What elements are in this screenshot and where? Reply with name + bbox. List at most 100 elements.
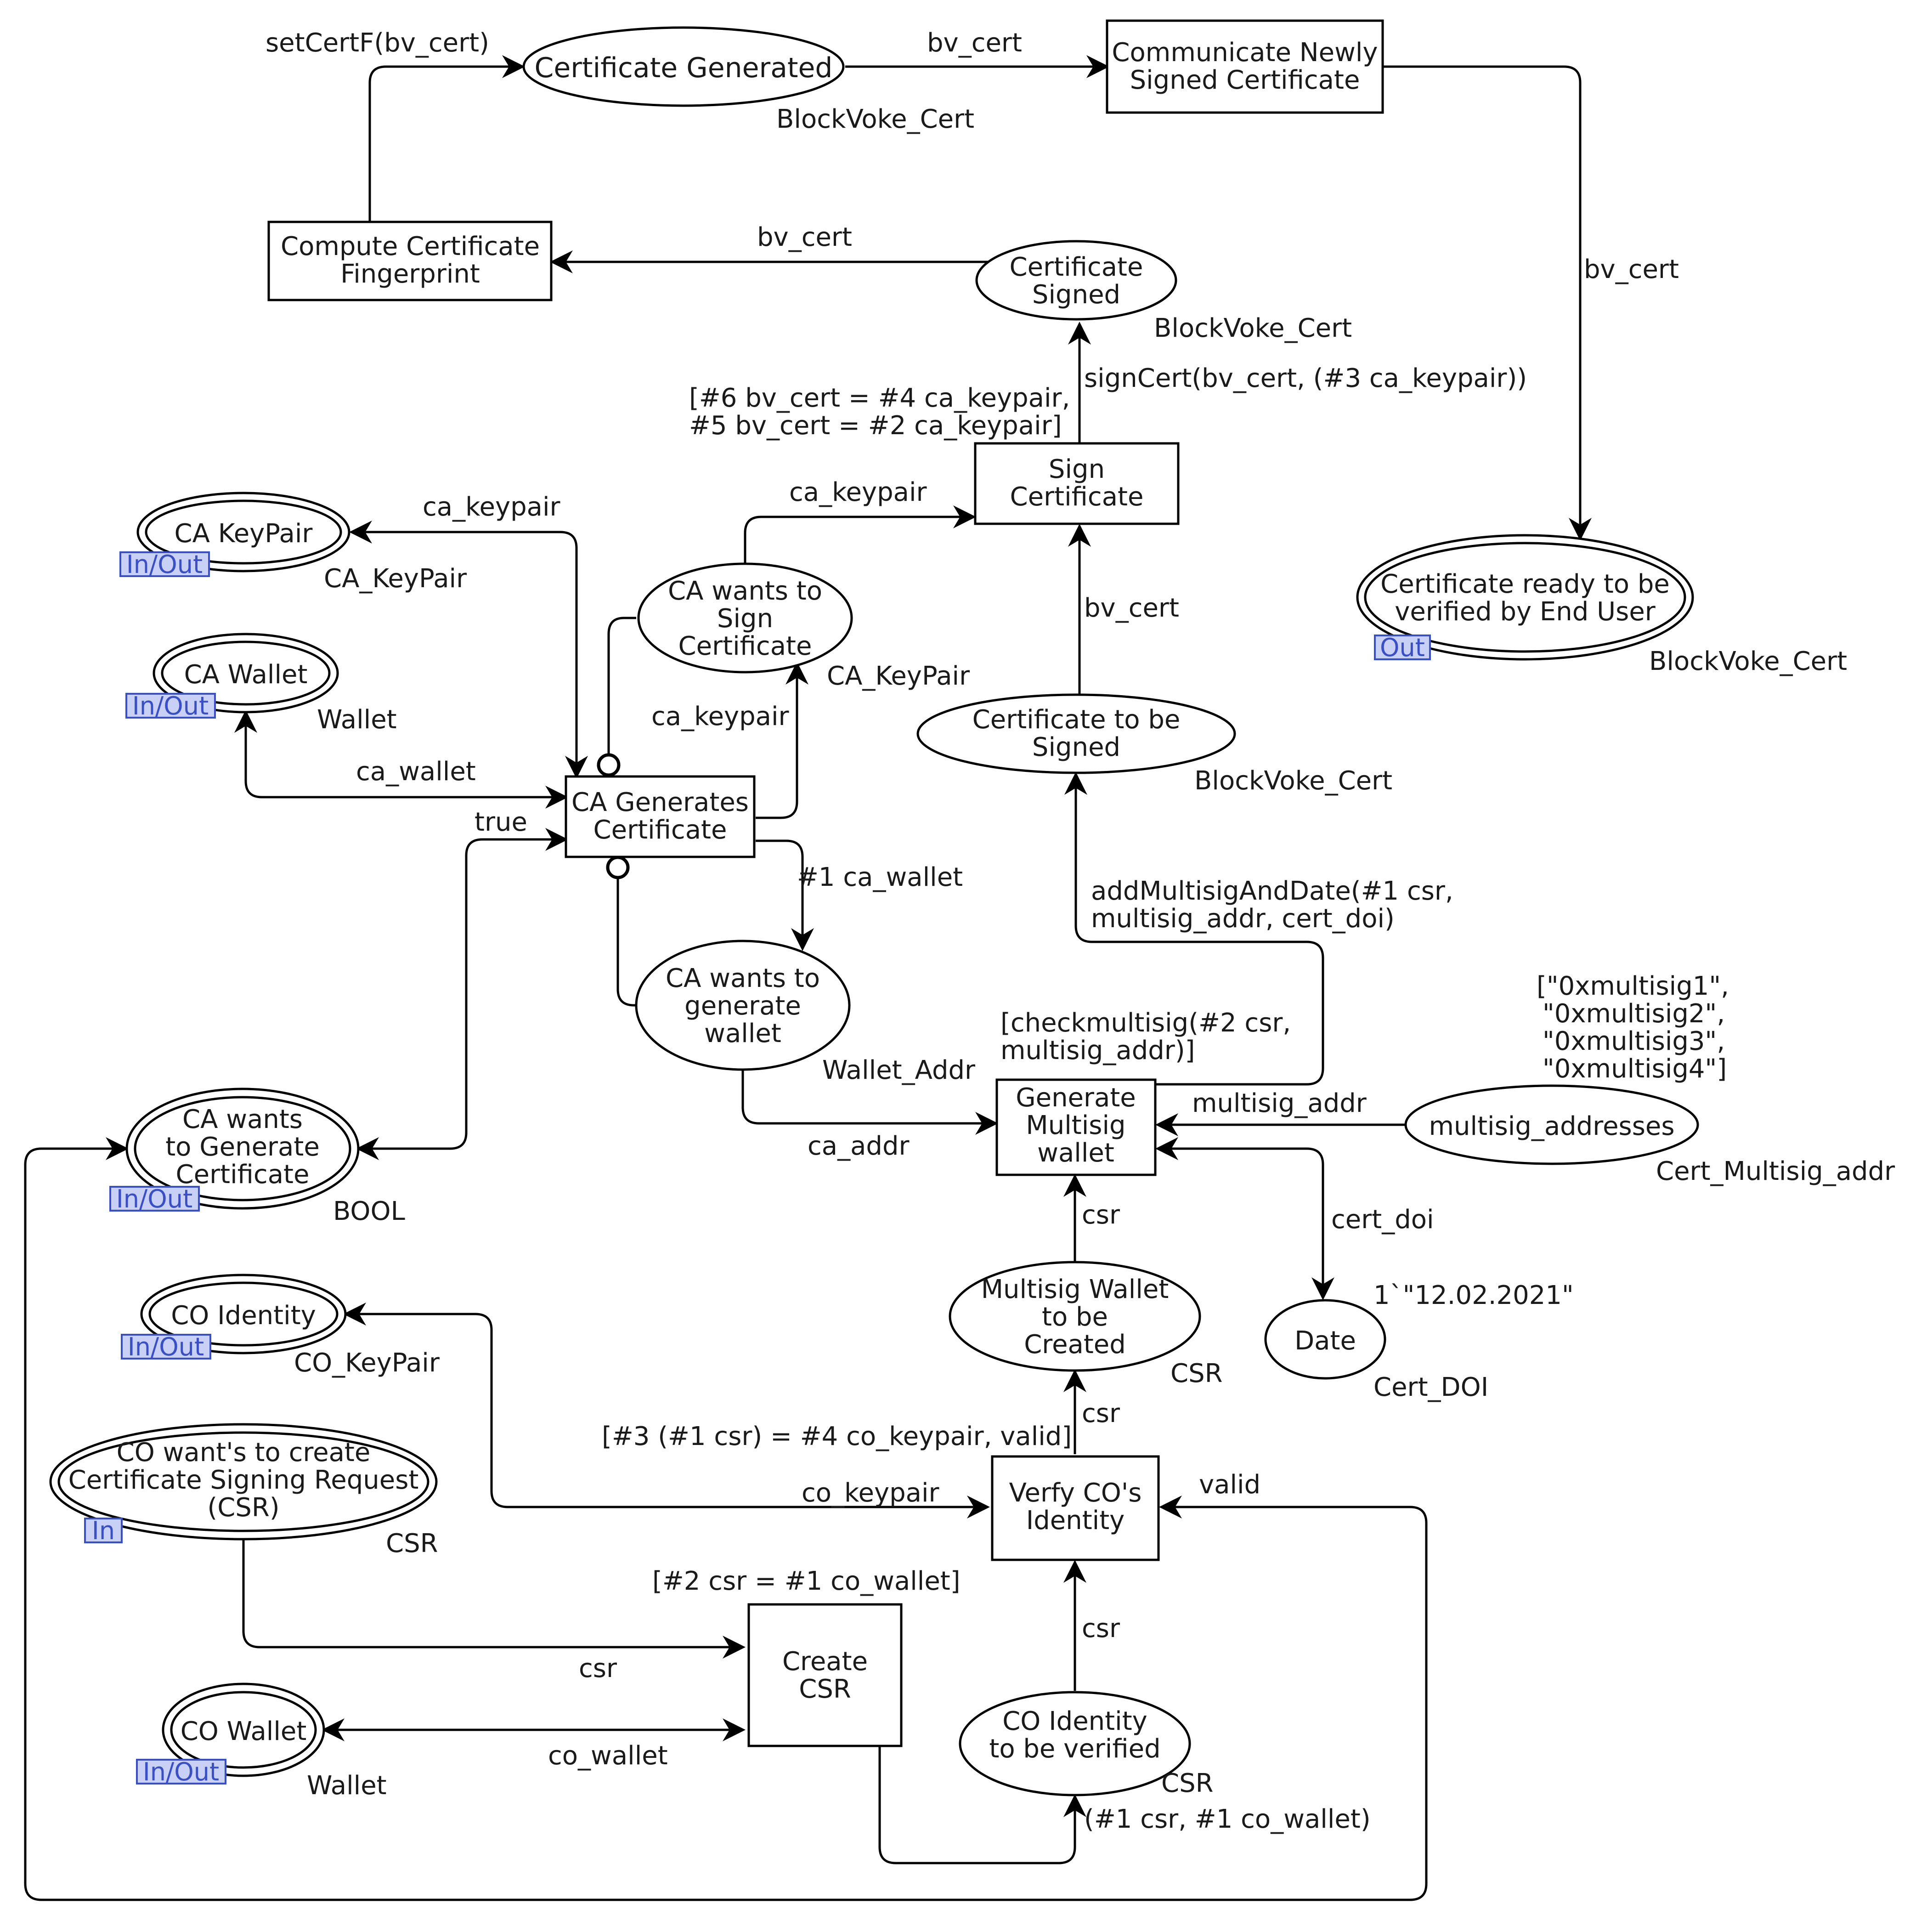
place-label: Sign bbox=[717, 604, 773, 634]
place-co-wallet[interactable]: CO Wallet In/Out Wallet bbox=[136, 1683, 387, 1801]
initial-markings: ["0xmultisig1", "0xmultisig2", "0xmultis… bbox=[1373, 971, 1729, 1310]
place-label: (CSR) bbox=[207, 1493, 279, 1523]
transition-label: Communicate Newly bbox=[1112, 38, 1378, 68]
transition-compute-fingerprint[interactable]: Compute Certificate Fingerprint bbox=[267, 221, 553, 301]
guard-gen-multisig: [checkmultisig(#2 csr, bbox=[1000, 1008, 1291, 1038]
arc-wantswallet-to-multisig bbox=[741, 1071, 998, 1135]
type-label: CO_KeyPair bbox=[294, 1348, 440, 1378]
transition-label: Signed Certificate bbox=[1130, 65, 1360, 95]
place-multisig-to-create[interactable]: Multisig Wallet to be Created CSR bbox=[949, 1261, 1223, 1388]
place-multisig-addresses[interactable]: multisig_addresses Cert_Multisig_addr bbox=[1404, 1084, 1895, 1186]
place-label: CO Wallet bbox=[181, 1717, 307, 1746]
place-ca-wallet[interactable]: CA Wallet In/Out Wallet bbox=[125, 633, 397, 735]
arc-label-ca-keypair-mid: ca_keypair bbox=[651, 702, 790, 731]
type-label: BlockVoke_Cert bbox=[1154, 313, 1352, 343]
transition-generate-multisig[interactable]: Generate Multisig wallet bbox=[995, 1078, 1157, 1176]
transition-ca-generates[interactable]: CA Generates Certificate bbox=[565, 775, 756, 858]
place-ca-wants-generate[interactable]: CA wants to Generate Certificate In/Out … bbox=[109, 1088, 405, 1226]
guard-gen-multisig: multisig_addr)] bbox=[1000, 1036, 1195, 1065]
port-tag: In/Out bbox=[143, 1757, 219, 1786]
marking-multisig: "0xmultisig2", bbox=[1543, 999, 1725, 1029]
place-co-identity-verify[interactable]: CO Identity to be verified CSR bbox=[959, 1691, 1214, 1798]
place-co-wants-csr[interactable]: CO want's to create Certificate Signing … bbox=[49, 1423, 438, 1558]
transition-label: Compute Certificate bbox=[281, 232, 540, 261]
arc-label-bv-cert-sign: bv_cert bbox=[1084, 593, 1179, 623]
place-ca-keypair[interactable]: CA KeyPair In/Out CA_KeyPair bbox=[119, 492, 467, 594]
arc-label-csr-create: csr bbox=[579, 1654, 617, 1683]
arc-label-csr-co-verify: csr bbox=[1082, 1614, 1120, 1643]
arc-co-wants-csr-to-create bbox=[242, 1539, 746, 1659]
arc-label-bv-cert-compute: bv_cert bbox=[757, 222, 852, 252]
arc-label-co-tuple: (#1 csr, #1 co_wallet) bbox=[1084, 1804, 1371, 1834]
transition-create-csr[interactable]: Create CSR bbox=[747, 1603, 903, 1747]
arcs bbox=[24, 55, 1592, 1901]
place-label: Date bbox=[1294, 1326, 1356, 1356]
place-certificate-ready[interactable]: Certificate ready to be verified by End … bbox=[1356, 534, 1847, 676]
marking-multisig: "0xmultisig3", bbox=[1543, 1026, 1725, 1056]
place-date[interactable]: Date Cert_DOI bbox=[1264, 1299, 1488, 1402]
place-label: Certificate ready to be bbox=[1380, 569, 1670, 599]
arc-label-ca-keypair-sign: ca_keypair bbox=[789, 477, 927, 507]
place-label: to Generate bbox=[165, 1132, 320, 1162]
arc-wantsgen-verify-valid bbox=[24, 1137, 1428, 1901]
port-tag: In bbox=[92, 1516, 115, 1545]
place-label: wallet bbox=[704, 1019, 781, 1048]
port-tag: In/Out bbox=[132, 691, 209, 720]
arc-label-addmultisig: multisig_addr, cert_doi) bbox=[1091, 904, 1395, 934]
transition-label: Create bbox=[782, 1647, 868, 1677]
place-ca-wants-wallet[interactable]: CA wants to generate wallet Wallet_Addr bbox=[635, 940, 976, 1085]
place-label: to be verified bbox=[989, 1734, 1160, 1764]
place-label: Certificate bbox=[1010, 252, 1143, 282]
place-label: verified by End User bbox=[1395, 597, 1656, 627]
place-label: Certificate Signing Request bbox=[68, 1465, 419, 1495]
port-tag: Out bbox=[1380, 633, 1425, 662]
place-label: CO want's to create bbox=[117, 1438, 371, 1467]
arc-label-addmultisig: addMultisigAndDate(#1 csr, bbox=[1091, 876, 1453, 906]
place-certificate-generated[interactable]: Certificate Generated BlockVoke_Cert bbox=[522, 26, 974, 134]
arc-label-multisig-addr: multisig_addr bbox=[1192, 1088, 1367, 1118]
place-label: Certificate to be bbox=[972, 705, 1181, 735]
place-co-identity[interactable]: CO Identity In/Out CO_KeyPair bbox=[121, 1274, 440, 1378]
place-label: CO Identity bbox=[1002, 1706, 1147, 1736]
marking-multisig: ["0xmultisig1", bbox=[1537, 971, 1729, 1001]
type-label: CSR bbox=[1161, 1768, 1214, 1798]
arc-multisig-to-tobesigned bbox=[1064, 772, 1324, 1086]
place-label: CA KeyPair bbox=[175, 519, 313, 549]
place-cert-to-be-signed[interactable]: Certificate to be Signed BlockVoke_Cert bbox=[916, 693, 1392, 796]
marking-date: 1`"12.02.2021" bbox=[1373, 1280, 1574, 1310]
arc-label-co-wallet: co_wallet bbox=[548, 1741, 668, 1771]
transition-label: Multisig bbox=[1026, 1110, 1125, 1140]
arc-label-valid: valid bbox=[1199, 1470, 1260, 1500]
transition-label: CA Generates bbox=[571, 788, 749, 817]
arc-label-csr-gen: csr bbox=[1082, 1200, 1120, 1230]
arc-labels: setCertF(bv_cert) bv_cert bv_cert bv_cer… bbox=[266, 28, 1679, 1834]
type-label: BlockVoke_Cert bbox=[776, 104, 974, 134]
transition-sign-certificate[interactable]: Sign Certificate bbox=[974, 442, 1180, 525]
place-label: Created bbox=[1024, 1330, 1126, 1360]
port-tag: In/Out bbox=[126, 550, 203, 579]
guard-create-csr: [#2 csr = #1 co_wallet] bbox=[652, 1566, 961, 1596]
place-ca-wants-sign[interactable]: CA wants to Sign Certificate CA_KeyPair bbox=[637, 562, 970, 691]
arc-label-setcertf: setCertF(bv_cert) bbox=[266, 28, 489, 58]
place-certificate-signed[interactable]: Certificate Signed BlockVoke_Cert bbox=[975, 240, 1352, 343]
transition-label: Generate bbox=[1016, 1083, 1136, 1113]
type-label: Wallet bbox=[317, 705, 397, 735]
arc-label-ca-addr: ca_addr bbox=[808, 1131, 910, 1161]
transition-label: Certificate bbox=[1010, 482, 1144, 512]
place-label: CA wants to bbox=[668, 576, 822, 606]
transition-communicate[interactable]: Communicate Newly Signed Certificate bbox=[1106, 19, 1384, 114]
arc-label-bv-cert-top: bv_cert bbox=[927, 28, 1022, 58]
transition-verify-co[interactable]: Verfy CO's Identity bbox=[991, 1455, 1160, 1561]
place-label: CA wants bbox=[182, 1105, 303, 1134]
type-label: BlockVoke_Cert bbox=[1194, 766, 1392, 796]
arc-ca-keypair-ca-generates bbox=[349, 521, 588, 779]
type-label: BOOL bbox=[333, 1196, 405, 1226]
arc-generates-to-wantswallet bbox=[756, 839, 814, 951]
place-label: Multisig Wallet bbox=[981, 1275, 1169, 1304]
arc-communicate-to-ready bbox=[1384, 65, 1592, 541]
place-label: CA Wallet bbox=[184, 660, 308, 690]
inhibitor-wantswallet bbox=[616, 878, 636, 1007]
type-label: CA_KeyPair bbox=[324, 564, 467, 594]
type-label: Cert_DOI bbox=[1373, 1372, 1488, 1402]
